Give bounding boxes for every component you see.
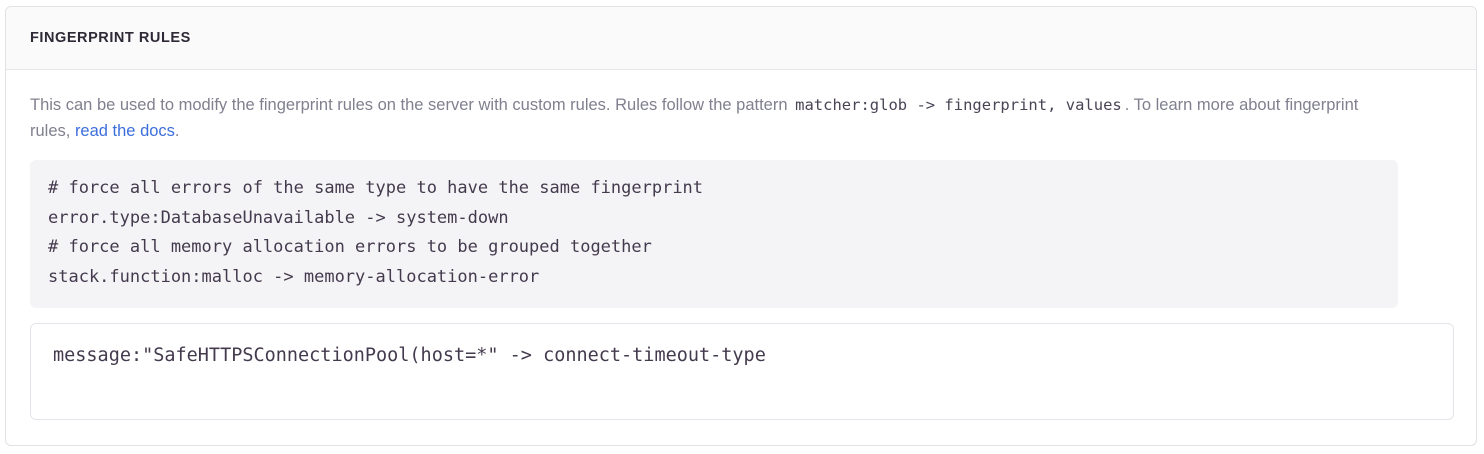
panel-header: Fingerprint Rules <box>6 7 1476 70</box>
page-title: Fingerprint Rules <box>30 30 191 46</box>
description-text-part-1: This can be used to modify the fingerpri… <box>30 96 793 114</box>
fingerprint-rules-input[interactable] <box>30 323 1454 420</box>
fingerprint-rules-panel: Fingerprint Rules This can be used to mo… <box>5 6 1477 446</box>
description-text-part-3: . <box>174 122 180 140</box>
inline-code-pattern: matcher:glob -> fingerprint, values <box>795 96 1122 114</box>
example-rules-code-block: # force all errors of the same type to h… <box>30 160 1398 308</box>
description-text-part-2: . To learn more about fingerprint rules, <box>30 96 1359 140</box>
read-the-docs-link[interactable]: read the docs <box>74 122 175 140</box>
fingerprint-rules-description: This can be used to modify the fingerpri… <box>30 92 1390 144</box>
panel-body: This can be used to modify the fingerpri… <box>6 70 1476 420</box>
